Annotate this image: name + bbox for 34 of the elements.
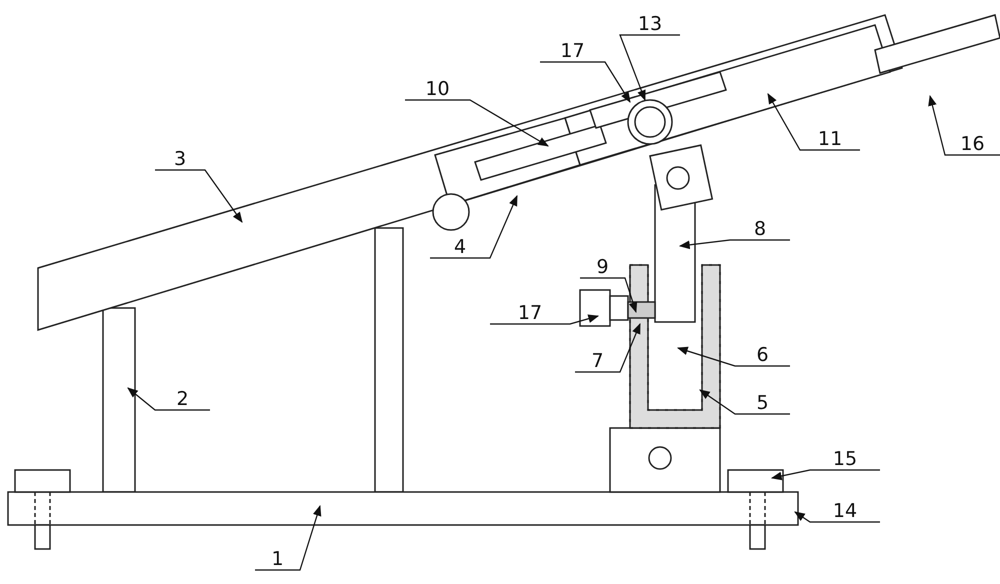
callout-number: 2 (164, 389, 200, 409)
leader-line (678, 239, 790, 250)
callout-number: 1 (260, 549, 296, 569)
leader-line (430, 195, 518, 259)
leader-line (767, 93, 860, 151)
leader-line (155, 169, 243, 223)
callout-number: 17 (554, 41, 590, 61)
callout-number: 7 (580, 351, 616, 371)
leader-line (619, 34, 680, 101)
callout-number: 11 (812, 129, 848, 149)
callout-number: 4 (442, 237, 478, 257)
callout-number: 13 (632, 14, 668, 34)
leader-line (540, 61, 631, 103)
callout-number: 17 (512, 303, 548, 323)
leader-line (699, 389, 790, 415)
callout-number: 15 (827, 449, 863, 469)
leader-line (575, 323, 641, 373)
callout-number: 6 (744, 345, 780, 365)
callout-number: 16 (954, 134, 990, 154)
callout-number: 9 (584, 257, 620, 277)
leader-line (127, 387, 210, 411)
leader-line (928, 94, 1000, 156)
callout-number: 14 (827, 501, 863, 521)
callout-number: 3 (162, 149, 198, 169)
callout-number: 10 (420, 79, 456, 99)
leader-line (490, 314, 600, 325)
callout-number: 8 (742, 219, 778, 239)
leader-line (770, 469, 880, 480)
leader-line (405, 99, 549, 147)
leader-line (255, 504, 322, 571)
leader-line (676, 346, 790, 367)
callout-number: 5 (744, 393, 780, 413)
leader-line (794, 511, 880, 523)
leader-line (580, 277, 638, 314)
